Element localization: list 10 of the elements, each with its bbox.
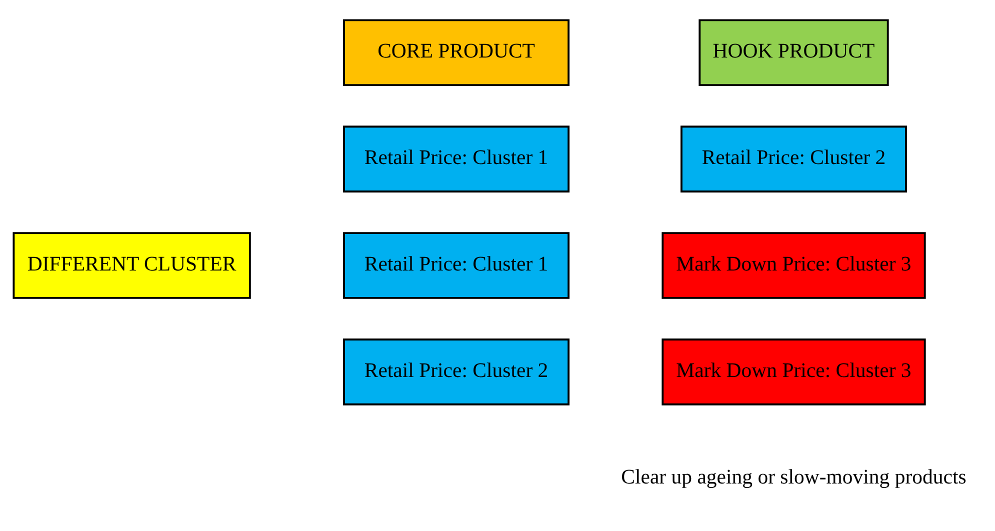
node-box: Mark Down Price: Cluster 3	[662, 232, 926, 299]
node-box: Retail Price: Cluster 1	[343, 232, 570, 299]
node-box: Retail Price: Cluster 2	[343, 338, 570, 406]
node-box: Retail Price: Cluster 2	[680, 126, 907, 192]
node-box: CORE PRODUCT	[343, 19, 570, 86]
node-box: Mark Down Price: Cluster 3	[662, 338, 926, 406]
node-box: Retail Price: Cluster 1	[343, 126, 570, 192]
label: Clear up ageing or slow-moving products	[621, 466, 966, 488]
node-box: HOOK PRODUCT	[698, 19, 889, 86]
node-box: DIFFERENT CLUSTER	[12, 232, 251, 299]
